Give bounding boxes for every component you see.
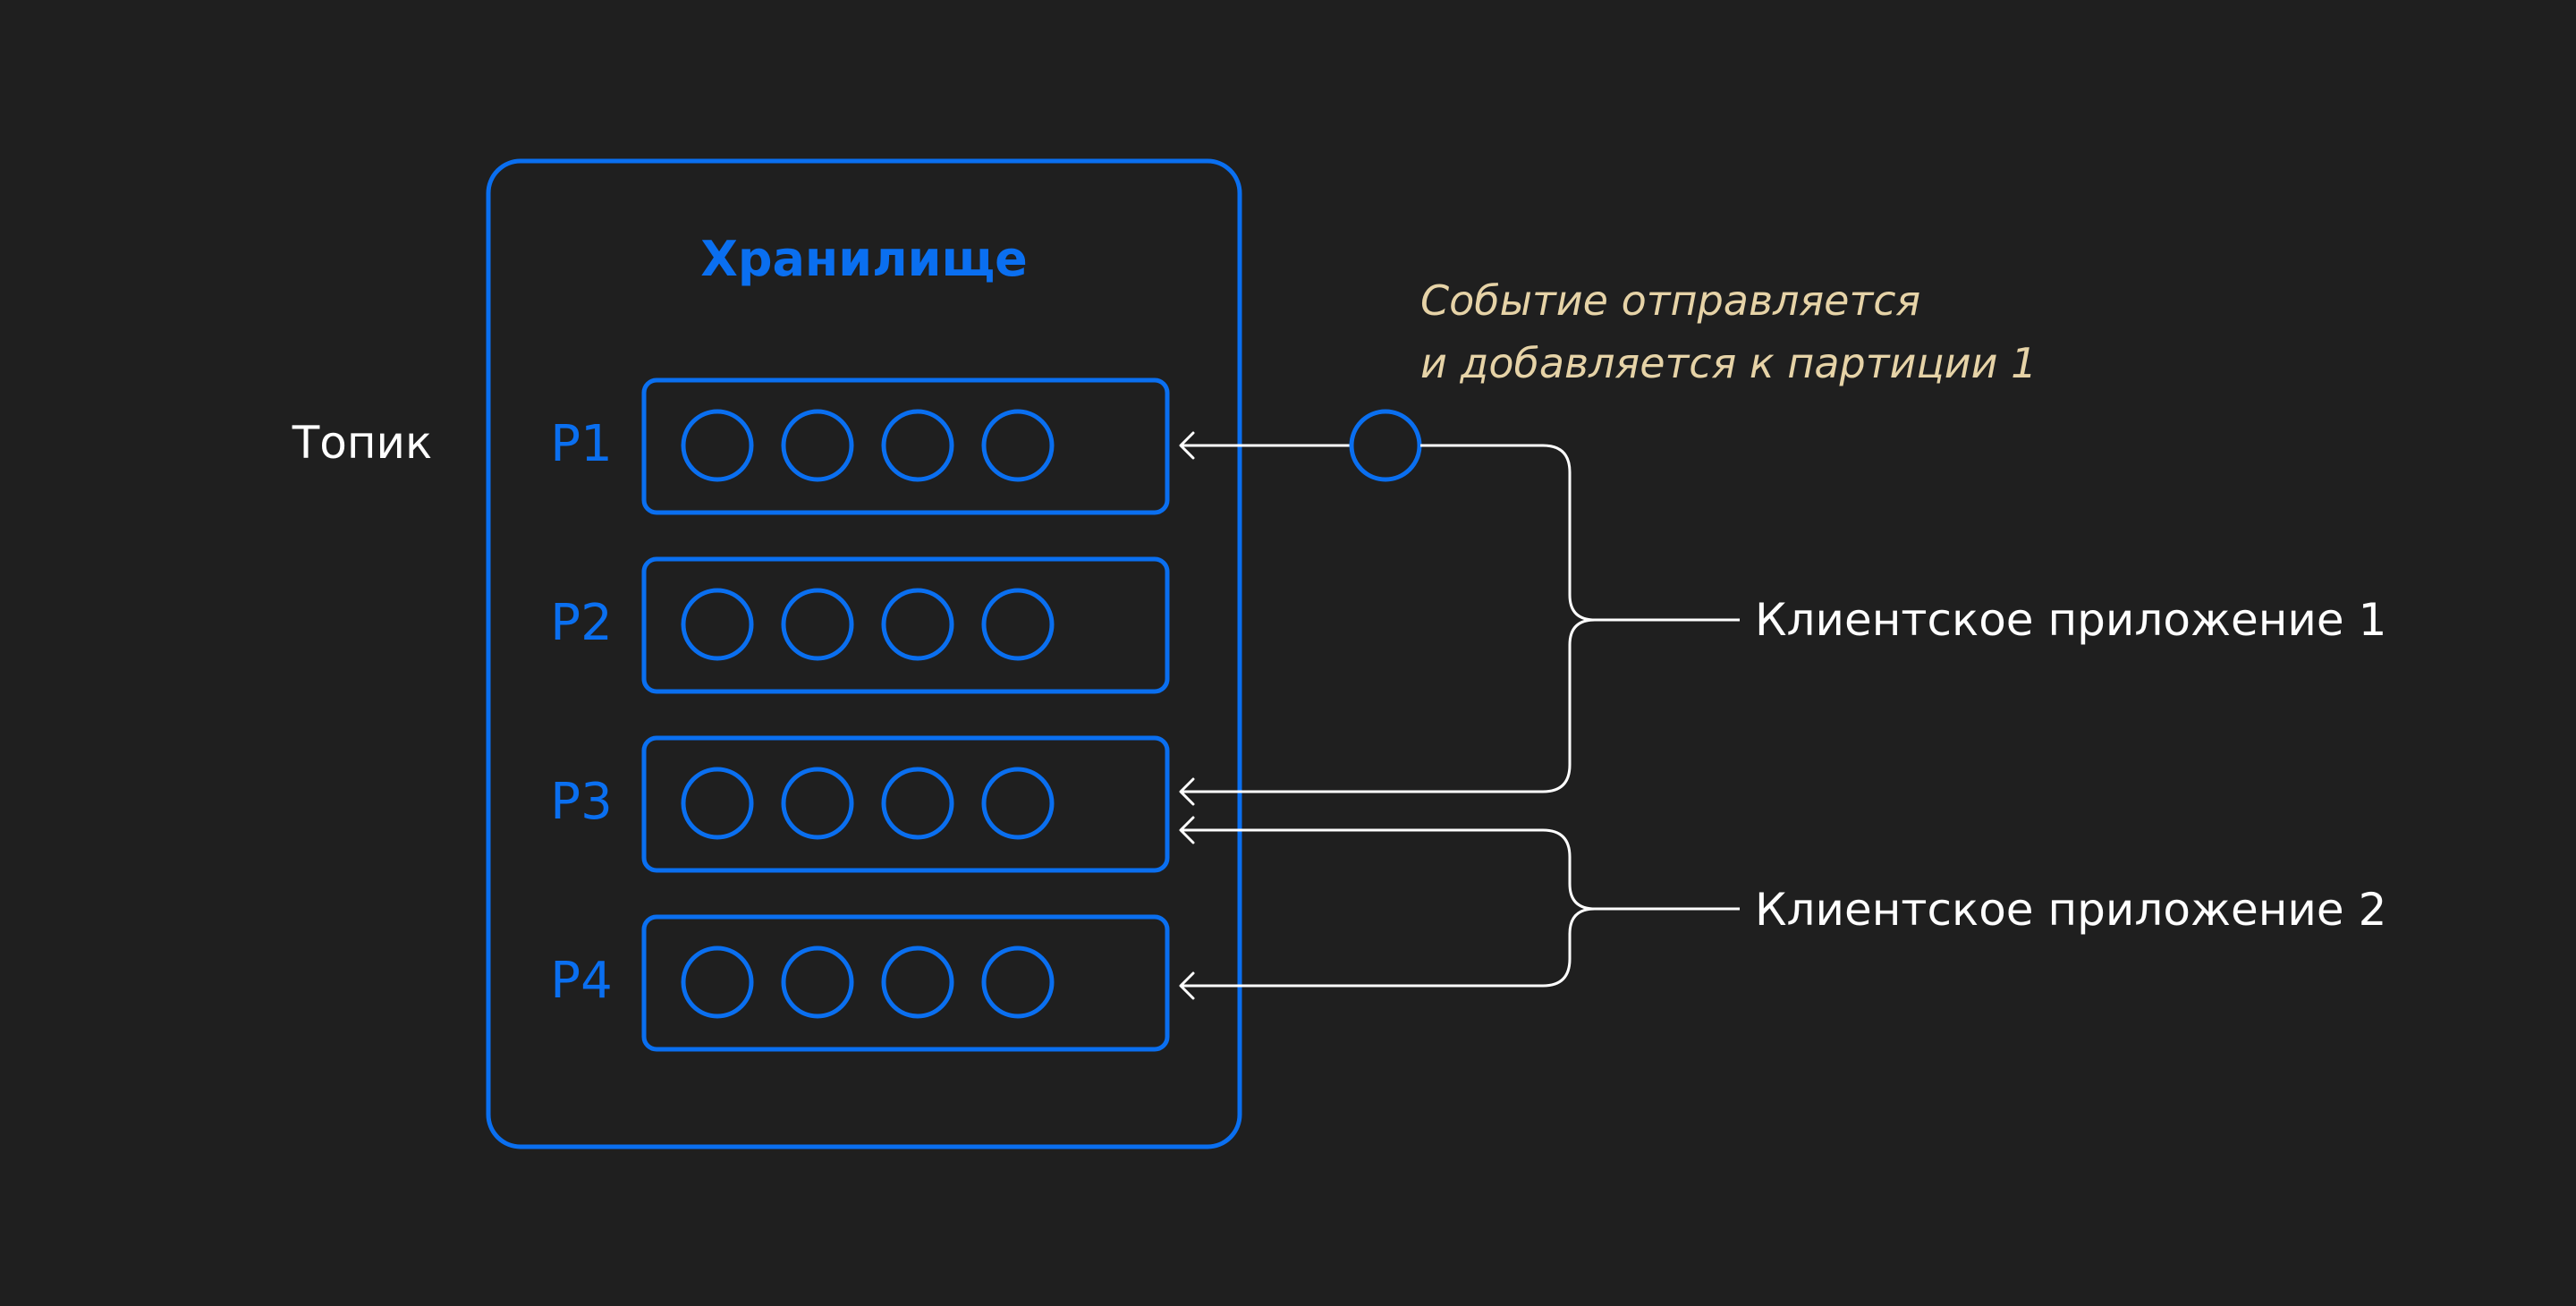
client1-label: Клиентское приложение 1 <box>1755 594 2386 646</box>
client2-bracket <box>1181 828 1596 988</box>
storage-container <box>486 158 1242 1149</box>
partition-box <box>641 556 1170 694</box>
message-list <box>681 588 1055 661</box>
arrowhead-p1 <box>1179 431 1195 460</box>
partition-box <box>641 377 1170 515</box>
partition-label: P3 <box>550 773 612 831</box>
partition-label: P2 <box>550 594 612 652</box>
message-circle <box>681 946 754 1019</box>
arrowhead-p3-client2 <box>1179 816 1195 844</box>
partition-p1: P1 <box>550 377 1170 515</box>
partition-p4: P4 <box>550 914 1170 1052</box>
message-circle <box>981 767 1055 840</box>
arrowhead-p4-client2 <box>1179 971 1195 1000</box>
message-circle <box>781 409 854 482</box>
event-circle <box>1349 409 1422 482</box>
message-circle <box>781 767 854 840</box>
message-circle <box>881 409 954 482</box>
message-circle <box>881 767 954 840</box>
partition-box <box>641 735 1170 873</box>
message-circle <box>781 946 854 1019</box>
message-circle <box>781 588 854 661</box>
arrowhead-p3-client1 <box>1179 777 1195 806</box>
message-list <box>681 767 1055 840</box>
client2-label: Клиентское приложение 2 <box>1755 884 2386 936</box>
message-circle <box>981 946 1055 1019</box>
storage-title: Хранилище <box>700 231 1028 287</box>
message-circle <box>681 588 754 661</box>
topic-label: Топик <box>292 417 433 469</box>
partition-p2: P2 <box>550 556 1170 694</box>
message-circle <box>981 409 1055 482</box>
partition-label: P1 <box>550 415 612 473</box>
event-note-line2: и добавляется к партиции 1 <box>1420 339 2037 387</box>
event-note-line1: Событие отправляется <box>1420 276 1920 325</box>
message-list <box>681 946 1055 1019</box>
message-circle <box>881 946 954 1019</box>
partition-p3: P3 <box>550 735 1170 873</box>
message-list <box>681 409 1055 482</box>
partition-label: P4 <box>550 952 612 1010</box>
message-circle <box>981 588 1055 661</box>
message-circle <box>681 767 754 840</box>
partition-box <box>641 914 1170 1052</box>
message-circle <box>681 409 754 482</box>
message-circle <box>881 588 954 661</box>
client1-bracket <box>1181 444 1596 793</box>
